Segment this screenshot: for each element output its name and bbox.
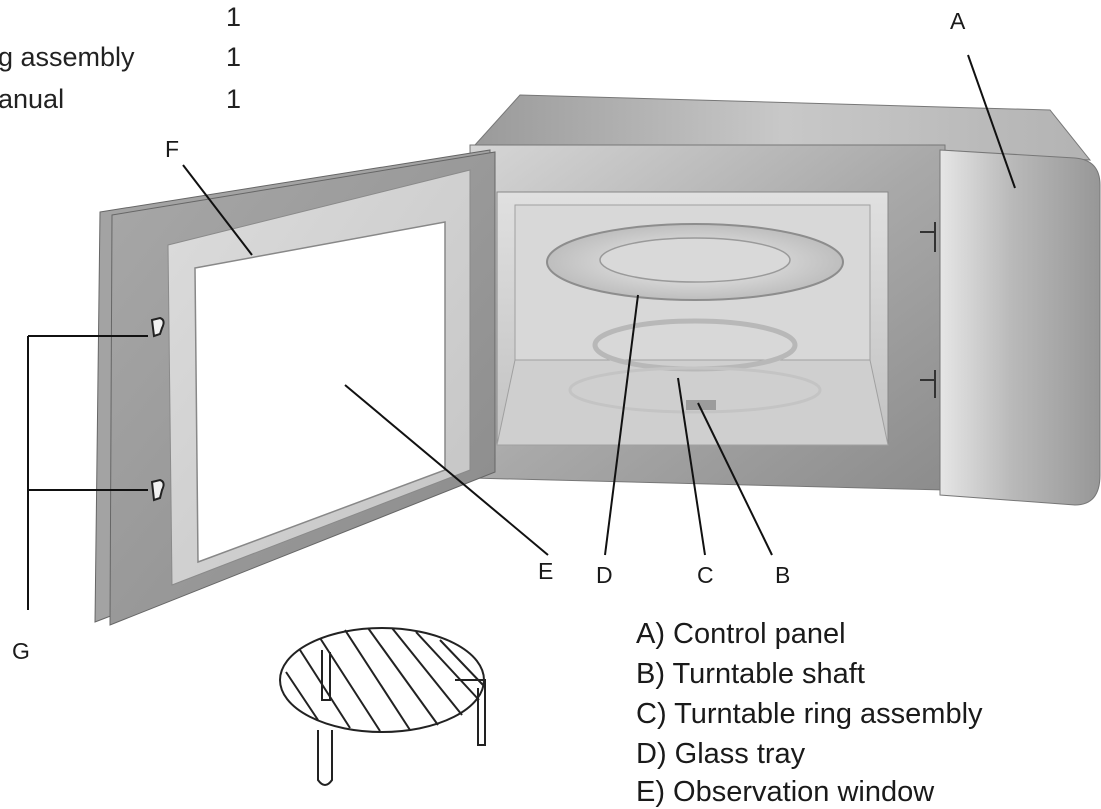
microwave-diagram — [27, 54, 1101, 786]
wire-rack — [279, 627, 486, 786]
glass-tray-inner — [599, 237, 791, 283]
turntable-shaft — [686, 400, 716, 410]
door-hook-top — [150, 316, 165, 338]
latch-slot-bottom — [920, 370, 936, 398]
turntable-roller-track — [568, 366, 822, 414]
legend-d: D) Glass tray — [636, 738, 806, 770]
callout-a: A — [950, 8, 966, 34]
parts-list-item-3: anual — [0, 84, 65, 114]
legend-e: E) Observation window — [636, 776, 935, 808]
callout-d: D — [596, 562, 613, 588]
door-hook-bottom — [150, 478, 165, 502]
control-panel — [939, 149, 1101, 506]
parts-list-item-2: g assembly — [0, 42, 135, 72]
legend-c: C) Turntable ring assembly — [636, 698, 983, 730]
observation-window — [194, 221, 446, 564]
callout-c: C — [697, 562, 714, 588]
leader-lines — [27, 54, 1016, 610]
legend-b: B) Turntable shaft — [636, 658, 865, 690]
parts-list-qty-2: 1 — [226, 42, 242, 72]
legend-a: A) Control panel — [636, 618, 846, 650]
parts-list-qty-1: 1 — [226, 2, 242, 32]
callout-b: B — [775, 562, 791, 588]
parts-list-qty-3: 1 — [226, 84, 242, 114]
latch-slot-top — [920, 222, 936, 252]
callout-f: F — [165, 136, 180, 162]
callout-g: G — [12, 638, 30, 664]
callout-e: E — [538, 558, 554, 584]
